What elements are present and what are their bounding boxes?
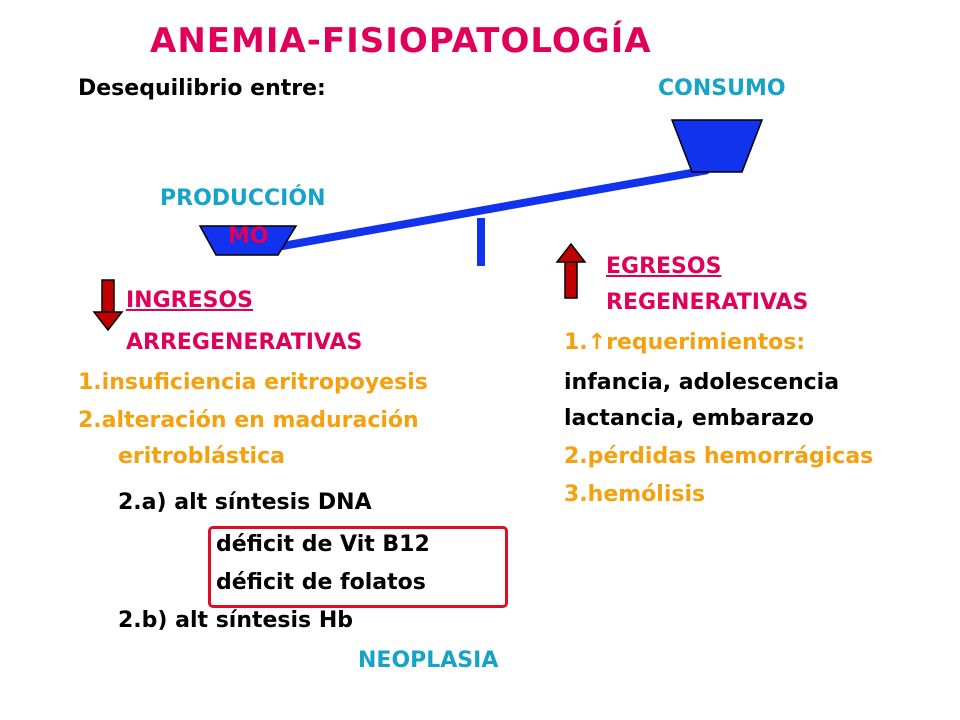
sub-item-b: 2.b) alt síntesis Hb <box>118 608 353 633</box>
balance-fulcrum <box>477 218 485 266</box>
right-item-1-prefix: 1. <box>564 330 588 355</box>
neoplasia-label: NEOPLASIA <box>358 648 499 673</box>
produccion-weight <box>198 225 298 256</box>
produccion-label: PRODUCCIÓN <box>160 186 326 211</box>
highlight-box <box>208 526 508 608</box>
consumo-weight <box>670 119 764 173</box>
right-item-3: 3.hemólisis <box>564 482 706 507</box>
left-item-2: 2.alteración en maduración <box>78 408 419 433</box>
increase-arrow-icon: ↑ <box>587 330 607 355</box>
right-item-1-line2: infancia, adolescencia <box>564 370 840 395</box>
arregenerativas-heading: ARREGENERATIVAS <box>126 330 363 355</box>
subtitle: Desequilibrio entre: <box>78 76 326 101</box>
page-title: ANEMIA-FISIOPATOLOGÍA <box>150 21 652 61</box>
up-arrow-icon <box>555 242 587 299</box>
consumo-label: CONSUMO <box>658 76 786 101</box>
sub-item-a-1: déficit de Vit B12 <box>216 532 430 557</box>
egresos-heading: EGRESOS <box>606 254 722 279</box>
right-item-2: 2.pérdidas hemorrágicas <box>564 444 874 469</box>
mo-label: MO <box>228 224 269 249</box>
balance-beam <box>259 166 709 254</box>
left-item-1: 1.insuficiencia eritropoyesis <box>78 370 428 395</box>
ingresos-heading: INGRESOS <box>126 288 254 313</box>
regenerativas-heading: REGENERATIVAS <box>606 290 809 315</box>
right-item-1-line3: lactancia, embarazo <box>564 406 814 431</box>
down-arrow-icon <box>92 279 124 332</box>
left-item-2-cont: eritroblástica <box>118 444 285 469</box>
sub-item-a: 2.a) alt síntesis DNA <box>118 490 372 515</box>
sub-item-a-2: déficit de folatos <box>216 570 426 595</box>
right-item-1-text: requerimientos: <box>606 330 806 355</box>
right-item-1: 1.↑requerimientos: <box>564 332 805 354</box>
